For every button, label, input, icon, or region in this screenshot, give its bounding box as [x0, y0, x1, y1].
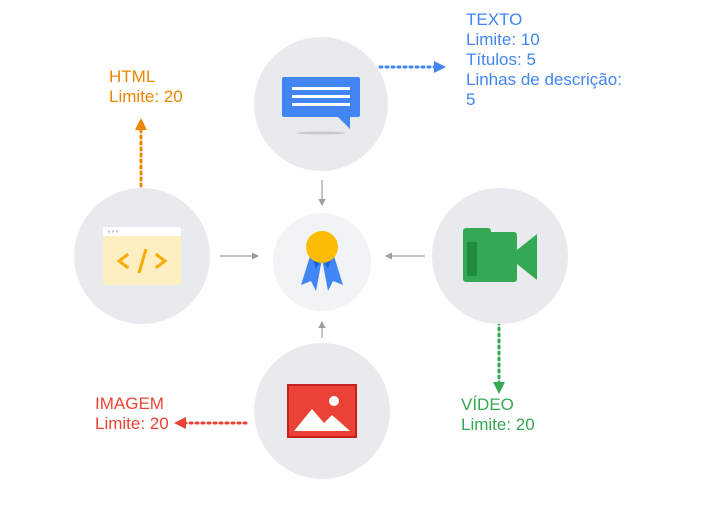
text-limit: Limite: 10 — [466, 30, 540, 49]
text-title: TEXTO — [466, 10, 523, 29]
message-bubble-icon — [282, 77, 360, 135]
image-title: IMAGEM — [95, 394, 164, 413]
center-node — [273, 213, 371, 311]
html-title: HTML — [109, 67, 156, 86]
video-title: VÍDEO — [461, 395, 514, 414]
html-label: HTML Limite: 20 — [109, 67, 183, 107]
code-window-icon — [103, 227, 181, 285]
video-label: VÍDEO Limite: 20 — [461, 395, 535, 435]
text-node — [254, 37, 388, 171]
image-icon — [287, 384, 357, 438]
video-camera-icon — [463, 228, 537, 282]
text-titles: Títulos: 5 — [466, 50, 536, 69]
html-limit: Limite: 20 — [109, 87, 183, 106]
video-limit: Limite: 20 — [461, 415, 535, 434]
text-label: TEXTO Limite: 10 Títulos: 5 Linhas de de… — [466, 10, 622, 110]
video-node — [432, 188, 568, 324]
image-limit: Limite: 20 — [95, 414, 169, 433]
text-description-count: 5 — [466, 90, 476, 109]
image-label: IMAGEM Limite: 20 — [95, 394, 169, 434]
image-node — [254, 343, 390, 479]
html-node — [74, 188, 210, 324]
award-ribbon-icon — [301, 231, 343, 291]
text-description-lines: Linhas de descrição: — [466, 70, 622, 89]
